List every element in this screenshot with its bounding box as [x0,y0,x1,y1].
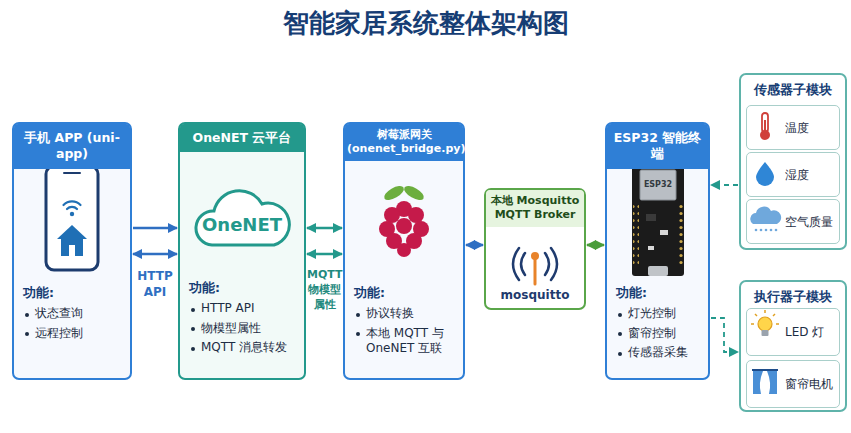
bullet-item: 远程控制 [23,326,125,342]
icon-label: OneNET [180,214,304,235]
diagram-title: 智能家居系统整体架构图 [0,6,851,41]
function-list: 功能: HTTP API 物模型属性 MQTT 消息转发 [189,280,299,360]
icon-label: ESP32 [640,180,676,189]
connector-arrow [133,253,177,256]
module-title: 执行器子模块 [741,289,845,306]
gateway-box: 功能: 协议转换本地 MQTT 与 OneNET 互联 树莓派网关 (onenet_… [343,122,465,380]
thermometer-icon [760,113,770,140]
actuator-item: LED 灯 [746,308,840,356]
bullet-item: 灯光控制 [616,306,703,322]
dashed-connector [711,318,738,352]
function-list: 功能: 灯光控制窗帘控制传感器采集 [616,285,703,365]
connector-arrow [307,227,342,230]
curtain-icon [752,370,778,394]
section-heading: 功能: [189,280,299,297]
bullet-item: 本地 MQTT 与 OneNET 互联 [354,326,458,357]
bullet-item: 物模型属性 [189,321,299,337]
app-box: 功能: 状态查询远程控制 手机 APP (uni-app) [12,122,132,380]
connector-arrow [307,253,342,256]
cloud-box: 功能: HTTP API 物模型属性 MQTT 消息转发 OneNET 云平台 OneNE… [178,122,306,380]
sensor-item: 温度 [746,105,840,150]
item-label: 湿度 [785,166,837,183]
item-label: LED 灯 [785,324,837,341]
bullet-item: HTTP API [189,301,299,317]
droplet-icon [756,162,774,186]
connector-arrow [466,244,483,247]
connector-arrow [133,227,177,230]
function-list: 功能: 状态查询远程控制 [23,285,125,345]
section-heading: 功能: [23,285,125,302]
terminal-box: 功能: 灯光控制窗帘控制传感器采集 ESP32 智能终端 ESP32 [605,122,710,380]
section-heading: 功能: [354,285,458,302]
item-label: 空气质量 [785,213,837,230]
box-title: 手机 APP (uni-app) [14,124,130,169]
sensor-item: 空气质量 [746,199,840,244]
phone-icon [46,166,98,270]
bulb-icon [751,310,779,336]
module-box: 执行器子模块 LED 灯窗帘电机 [739,280,847,412]
dashed-connector [711,184,738,186]
sensor-item: 湿度 [746,152,840,197]
box-title: ESP32 智能终端 [607,124,708,169]
function-list: 功能: 协议转换本地 MQTT 与 OneNET 互联 [354,285,458,361]
raspberry-pi-logo [379,183,429,257]
cloud-icon [196,191,289,245]
bullet-item: MQTT 消息转发 [189,340,299,356]
module-box: 传感器子模块温度湿度空气质量 [739,73,847,250]
item-label: 温度 [785,119,837,136]
bullet-item: 传感器采集 [616,345,703,361]
module-title: 传感器子模块 [741,82,845,99]
bullet-item: 状态查询 [23,306,125,322]
connector-arrow [587,244,604,247]
box-title: 树莓派网关 (onenet_bridge.py) [345,124,463,161]
bullet-item: 窗帘控制 [616,326,703,342]
box-title: 本地 Mosquitto MQTT Broker [486,190,584,227]
edge-label: MQTT 物模型 属性 [307,268,342,313]
actuator-item: 窗帘电机 [746,360,840,408]
item-label: 窗帘电机 [785,376,837,393]
mosquitto-icon [513,248,557,284]
icon-label: mosquitto [486,288,584,302]
section-heading: 功能: [616,285,703,302]
edge-label: HTTP API [134,268,176,300]
broker-box: 本地 Mosquitto MQTT Broker mosquitto [484,188,586,310]
air-quality-icon [750,207,781,232]
box-title: OneNET 云平台 [180,124,304,152]
esp32-board [632,163,684,276]
bullet-item: 协议转换 [354,306,458,322]
